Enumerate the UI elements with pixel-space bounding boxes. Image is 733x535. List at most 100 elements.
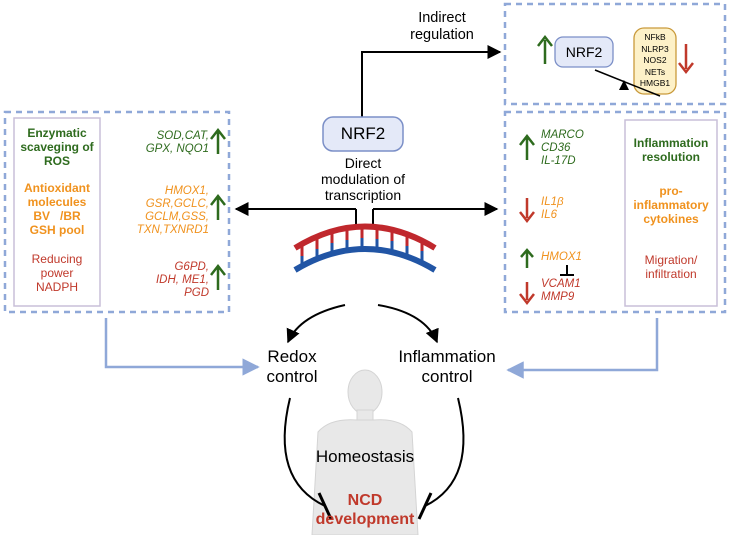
gene-line: HMOX1, xyxy=(164,185,209,197)
gene-line: G6PD, xyxy=(174,261,209,273)
gene-line: CD36 xyxy=(541,142,571,154)
inset-item: NOS2 xyxy=(643,55,667,65)
direct-line: Direct xyxy=(344,155,382,171)
gene-line: MMP9 xyxy=(541,291,575,303)
dna-arc xyxy=(293,223,437,273)
gene-line: MARCO xyxy=(541,129,584,141)
direct-line: modulation of xyxy=(320,171,406,187)
antioxidant-line: Antioxidant xyxy=(24,181,90,195)
inhibit-curve-inflammation xyxy=(424,397,465,507)
left-up-arrow-1 xyxy=(210,127,226,154)
inhibit-curve-redox xyxy=(283,397,326,507)
left-up-arrow-3 xyxy=(210,263,226,290)
right-up-arrow-1 xyxy=(519,133,535,160)
left-inner-box xyxy=(13,117,101,307)
cytokines-line: inflammatory xyxy=(633,198,709,212)
seesaw-fulcrum xyxy=(619,80,629,90)
gene-line: GPX, NQO1 xyxy=(145,143,209,155)
left-panel xyxy=(3,110,231,314)
migration-label: Migration/ infiltration xyxy=(625,253,717,281)
right-inner-box xyxy=(624,119,718,307)
antioxidant-label: Antioxidant molecules BV /BR GSH pool xyxy=(14,181,100,237)
blue-arrow-right xyxy=(506,318,659,379)
hmox1-inhibit-symbol xyxy=(560,265,574,276)
direct-line: transcription xyxy=(324,187,402,203)
gene-line: IL6 xyxy=(541,209,557,221)
reducing-label: Reducing power NADPH xyxy=(14,252,100,294)
seesaw-beam xyxy=(594,69,661,97)
cytokines-line: cytokines xyxy=(643,212,699,226)
inflammation-control-label: Inflammation control xyxy=(387,347,507,387)
migration-line: infiltration xyxy=(645,267,697,281)
enzymatic-line: scaveging of xyxy=(20,140,94,154)
curved-arrow-inflammation xyxy=(377,304,439,344)
reducing-line: power xyxy=(40,266,74,280)
inhibit-bar-inflammation xyxy=(417,492,433,520)
ncd-line: development xyxy=(315,511,415,528)
enzymatic-line: ROS xyxy=(43,154,70,168)
gene-line: GSR,GCLC, xyxy=(145,198,209,210)
inset-green-up-arrow xyxy=(537,34,553,64)
blue-arrow-left xyxy=(104,318,260,376)
inset-inflammatory-list: NFkB NLRP3 NOS2 NETs HMGB1 xyxy=(634,32,676,90)
gene-line: SOD,CAT, xyxy=(156,130,209,142)
homeostasis-label: Homeostasis xyxy=(315,447,415,466)
inset-item: NLRP3 xyxy=(641,43,669,54)
reducing-line: Reducing xyxy=(31,252,83,266)
redox-line: control xyxy=(266,367,318,386)
center-nrf2-box xyxy=(322,116,404,152)
enzymatic-label: Enzymatic scaveging of ROS xyxy=(14,126,100,168)
gene-line: IL1β xyxy=(541,196,564,208)
cytokines-line: pro- xyxy=(659,184,683,198)
resolution-label: Inflammation resolution xyxy=(625,136,717,164)
right-genes-3b: VCAM1 MMP9 xyxy=(541,278,581,304)
gene-line: TXN,TXNRD1 xyxy=(136,224,209,236)
human-figure xyxy=(311,369,419,535)
inflammation-line: control xyxy=(421,367,473,386)
antioxidant-line: GSH pool xyxy=(29,223,85,237)
left-genes-2: HMOX1, GSR,GCLC, GCLM,GSS, TXN,TXNRD1 xyxy=(127,185,209,237)
left-genes-1: SOD,CAT, GPX, NQO1 xyxy=(137,130,209,156)
gene-line: GCLM,GSS, xyxy=(145,211,209,223)
enzymatic-line: Enzymatic xyxy=(27,126,87,140)
inhibit-bar-redox xyxy=(317,492,333,520)
right-genes-3a: HMOX1 xyxy=(541,251,582,263)
gene-line: VCAM1 xyxy=(541,278,581,290)
indirect-regulation-text: Indirect regulation xyxy=(410,10,474,43)
cytokines-label: pro- inflammatory cytokines xyxy=(625,184,717,226)
reducing-line: NADPH xyxy=(35,280,78,294)
ncd-development-label: NCD development xyxy=(315,491,415,529)
resolution-line: resolution xyxy=(641,150,700,164)
resolution-line: Inflammation xyxy=(633,136,709,150)
antioxidant-line: molecules xyxy=(27,195,87,209)
indirect-arrow xyxy=(361,45,502,118)
inset-nrf2-label: NRF2 xyxy=(565,44,603,60)
right-up-arrow-3 xyxy=(520,248,534,268)
migration-line: Migration/ xyxy=(644,253,698,267)
direct-modulation-label: Direct modulation of transcription xyxy=(313,155,413,203)
right-genes-1: MARCO CD36 IL-17D xyxy=(541,129,584,168)
indirect-regulation-label: Indirect regulation xyxy=(398,10,486,43)
left-up-arrow-2 xyxy=(210,193,226,220)
gene-line: PGD xyxy=(184,287,209,299)
redox-line: Redox xyxy=(267,347,317,366)
ncd-line: NCD xyxy=(347,492,383,509)
right-genes-2: IL1β IL6 xyxy=(541,196,564,222)
inflammation-line: Inflammation xyxy=(398,347,496,366)
redox-control-label: Redox control xyxy=(242,347,342,387)
center-nrf2-label: NRF2 xyxy=(340,124,386,143)
inset-item: NFkB xyxy=(644,32,666,42)
inset-item: HMGB1 xyxy=(639,78,671,88)
right-down-arrow-4 xyxy=(519,282,535,306)
top-right-panel xyxy=(503,2,727,106)
inset-item: NETs xyxy=(644,66,666,77)
inset-red-down-arrow xyxy=(678,44,694,75)
right-panel xyxy=(503,110,727,314)
right-down-arrow-2 xyxy=(519,198,535,224)
inset-nrf2-box xyxy=(554,36,614,68)
gene-line: IDH, ME1, xyxy=(155,274,209,286)
left-genes-3: G6PD, IDH, ME1, PGD xyxy=(127,261,209,300)
gene-line: IL-17D xyxy=(541,155,576,167)
